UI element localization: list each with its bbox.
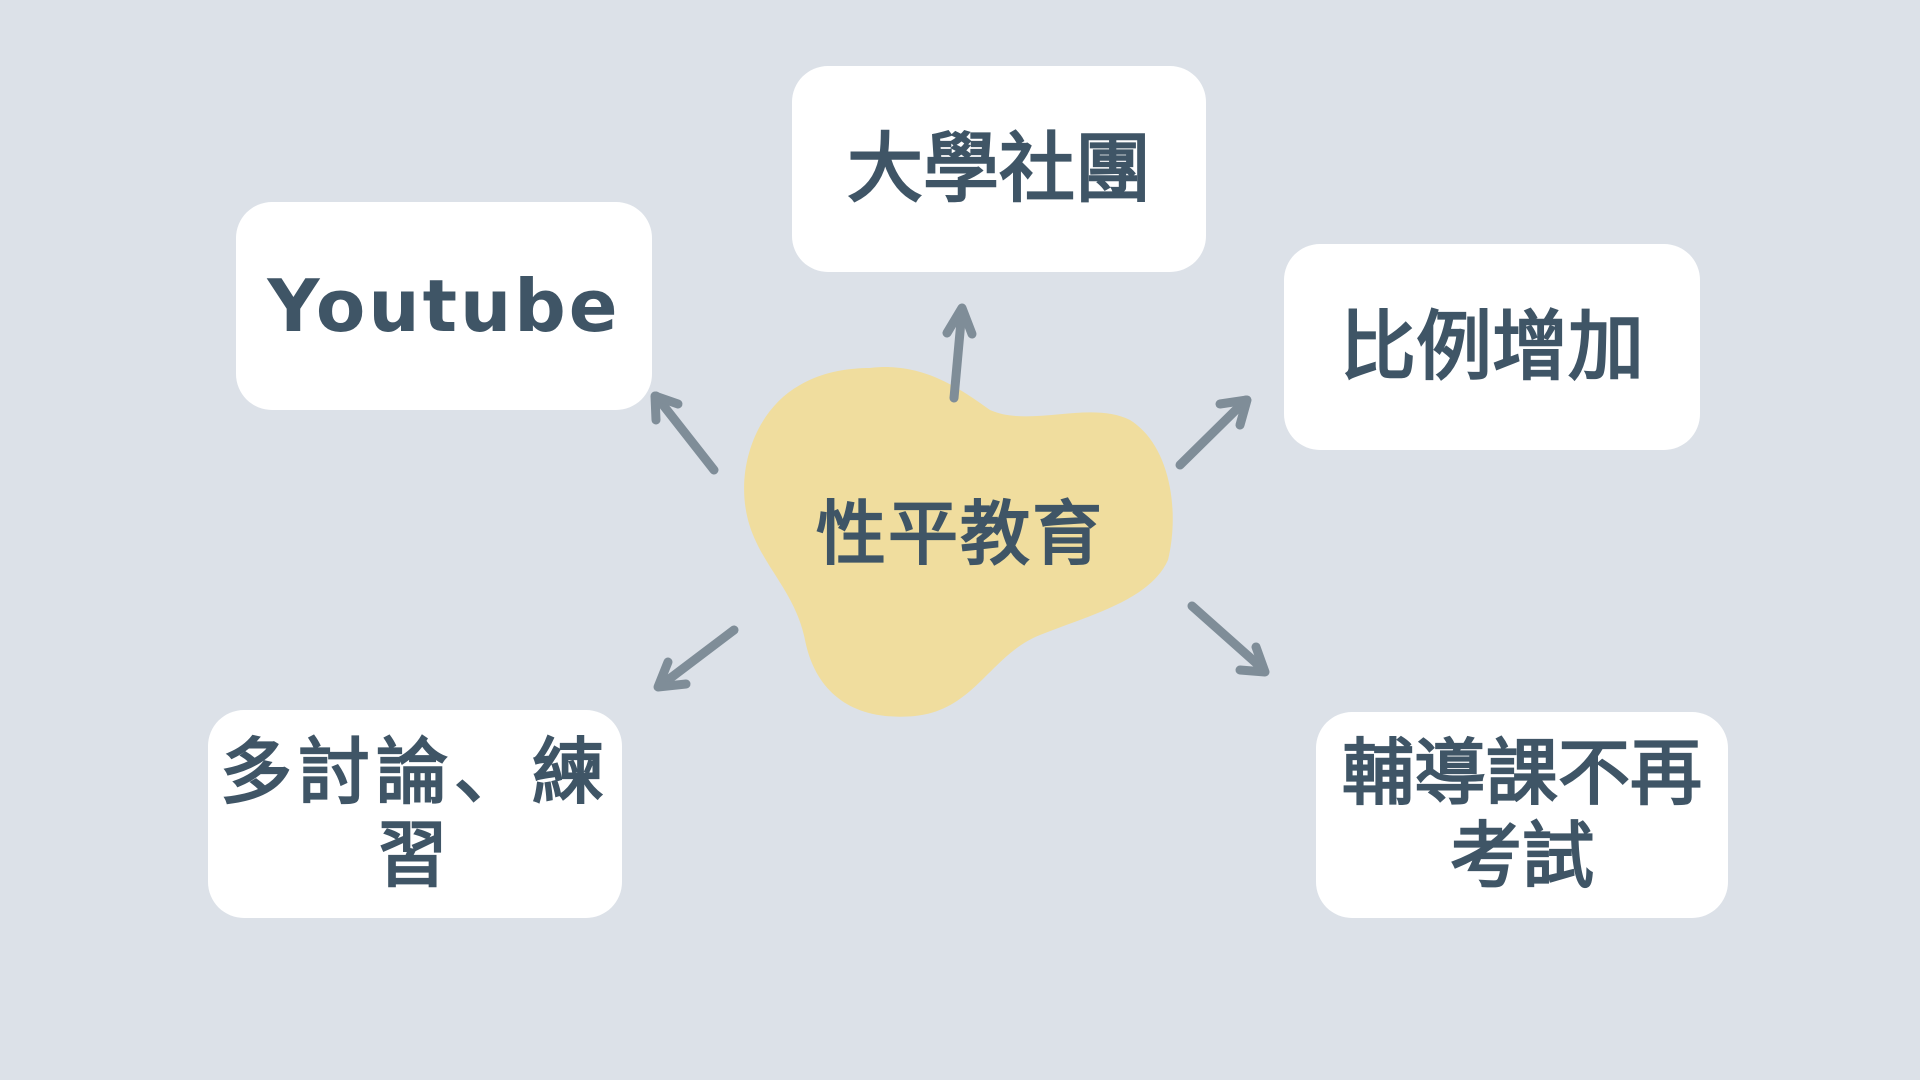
center-label: 性平教育 <box>816 493 1104 575</box>
node-card-ratio: 比例增加 <box>1284 244 1700 450</box>
node-card-discuss: 多討論、練 習 <box>208 710 622 918</box>
node-label-youtube: Youtube <box>267 263 621 348</box>
arrow-to-ratio <box>1175 395 1251 470</box>
arrow-to-tutoring <box>1187 601 1269 675</box>
node-label-club: 大學社團 <box>847 124 1151 214</box>
node-card-youtube: Youtube <box>236 202 652 410</box>
node-label-tutoring-line1: 輔導課不再 <box>1341 731 1702 816</box>
node-card-club: 大學社團 <box>792 66 1206 272</box>
node-label-discuss-line2: 習 <box>375 813 454 897</box>
arrow-to-tutoring-head <box>1235 642 1270 677</box>
arrow-to-ratio-head <box>1215 395 1252 430</box>
arrow-to-youtube <box>651 391 719 475</box>
arrow-to-club-head <box>942 303 977 339</box>
arrow-to-club <box>949 305 967 403</box>
arrow-to-discuss-head <box>653 657 691 692</box>
node-card-tutoring: 輔導課不再 考試 <box>1316 712 1728 918</box>
arrow-to-youtube-head <box>650 391 683 425</box>
node-label-discuss-line1: 多討論、練 <box>219 730 610 815</box>
node-label-tutoring-line2: 考試 <box>1449 814 1594 898</box>
node-label-ratio: 比例增加 <box>1340 302 1644 392</box>
arrow-to-discuss <box>655 625 739 691</box>
